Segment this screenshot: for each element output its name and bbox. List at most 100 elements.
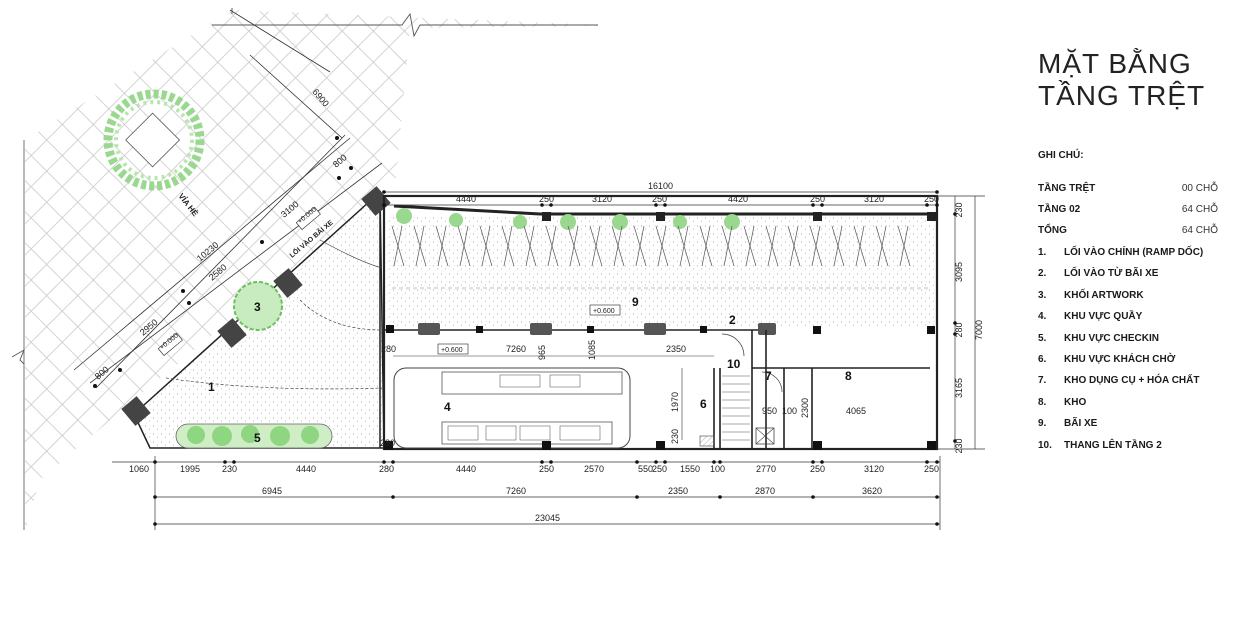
capacity-value: 64 CHỖ <box>1181 225 1218 236</box>
capacity-label: TỔNG <box>1038 225 1067 236</box>
legend-panel: MẶT BẰNG TẦNG TRỆT GHI CHÚ: TẦNG TRỆT 00… <box>1038 48 1218 461</box>
room-number-4: 4 <box>444 400 451 414</box>
dim-bottom-5: 280 <box>379 464 394 474</box>
dim-bottom-1: 1060 <box>129 464 149 474</box>
dim-top-7: 3120 <box>864 194 884 204</box>
legend-item: 2.LỐI VÀO TỪ BÃI XE <box>1038 268 1218 289</box>
dim-inner-2350: 2350 <box>666 344 686 354</box>
legend-item: 6. KHU VỰC KHÁCH CHỜ <box>1038 354 1218 375</box>
dim-inner-100: 100 <box>782 406 797 416</box>
dim-bottom-8: 2570 <box>584 464 604 474</box>
floor-plan-drawing: VỈA HÈ 6900 10230 800 3100 2580 2950 800… <box>11 8 985 532</box>
dim-bottom2-5: 3620 <box>862 486 882 496</box>
legend-item-text: KHỐI ARTWORK <box>1064 289 1144 301</box>
legend-item-number: 8. <box>1038 396 1047 408</box>
dim-inner-230: 230 <box>670 429 680 444</box>
capacity-label: TẦNG 02 <box>1038 204 1081 215</box>
dim-bottom-16: 250 <box>924 464 939 474</box>
artwork-block <box>233 281 283 331</box>
legend-item-number: 1. <box>1038 247 1047 258</box>
room-number-9: 9 <box>632 295 639 309</box>
dim-inner-965: 965 <box>537 345 547 360</box>
legend-item-text: KHU VỰC QUẦY <box>1064 311 1143 323</box>
legend-item-text: KHU VỰC KHÁCH CHỜ <box>1064 353 1176 365</box>
legend-item: 10. THANG LÊN TẦNG 2 <box>1038 440 1218 461</box>
dim-bottom-total: 23045 <box>535 513 560 523</box>
page-title-line2: TẦNG TRỆT <box>1038 80 1206 111</box>
dim-right-total: 7000 <box>974 320 984 340</box>
capacity-label: TẦNG TRỆT <box>1038 183 1096 194</box>
columns-bottom <box>384 441 936 450</box>
dim-bottom-3: 230 <box>222 464 237 474</box>
legend-item-number: 7. <box>1038 375 1047 387</box>
dim-bottom-6: 4440 <box>456 464 476 474</box>
dim-top-total: 16100 <box>648 181 673 191</box>
legend-item-number: 4. <box>1038 311 1047 323</box>
sidewalk-tree <box>103 89 205 191</box>
legend-item-number: 6. <box>1038 353 1047 365</box>
room-number-2: 2 <box>729 313 736 327</box>
counter-area <box>393 367 631 449</box>
room-number-10: 10 <box>727 357 741 371</box>
legend-item-text: KHO <box>1064 396 1087 408</box>
dim-right-2: 3095 <box>954 262 964 282</box>
legend-item: 9. BÃI XE <box>1038 418 1218 439</box>
legend-item: 7. KHO DỤNG CỤ + HÓA CHẤT <box>1038 375 1218 396</box>
legend-item: 5.KHU VỰC CHECKIN <box>1038 333 1218 354</box>
dim-inner-1085: 1085 <box>587 340 597 360</box>
dim-inner-1970: 1970 <box>670 392 680 412</box>
room-number-7: 7 <box>765 369 772 383</box>
legend-item-text: KHO DỤNG CỤ + HÓA CHẤT <box>1064 375 1200 387</box>
dim-top-2: 250 <box>539 194 554 204</box>
legend-item-number: 3. <box>1038 289 1047 301</box>
level-tag-counter: +0.600 <box>441 347 463 354</box>
dim-bottom2-4: 2870 <box>755 486 775 496</box>
dim-bottom2-3: 2350 <box>668 486 688 496</box>
dim-bottom-14: 250 <box>810 464 825 474</box>
dim-bottom-7: 250 <box>539 464 554 474</box>
dim-bottom-13: 2770 <box>756 464 776 474</box>
room-number-5: 5 <box>254 431 261 445</box>
legend-item: 8. KHO <box>1038 397 1218 418</box>
capacity-row: TẦNG 02 64 CHỖ <box>1038 204 1218 225</box>
dim-top-6: 250 <box>810 194 825 204</box>
legend-item-number: 10. <box>1038 439 1052 451</box>
dim-bottom-9: 550 <box>638 464 653 474</box>
dim-inner-2300: 2300 <box>800 398 810 418</box>
capacity-value: 64 CHỖ <box>1181 204 1218 215</box>
columns-top <box>542 212 936 221</box>
column <box>217 318 247 348</box>
parking-area <box>386 216 935 328</box>
dim-bottom-4: 4440 <box>296 464 316 474</box>
dim-top-8: 250 <box>924 194 939 204</box>
legend-item: 3. KHỐI ARTWORK <box>1038 290 1218 311</box>
column <box>273 268 303 298</box>
capacity-list: TẦNG TRỆT 00 CHỖ TẦNG 02 64 CHỖ TỔNG 64 … <box>1038 183 1218 246</box>
room-number-1: 1 <box>208 380 215 394</box>
level-tag-parking: +0.600 <box>593 308 615 315</box>
dim-right-4: 3165 <box>954 378 964 398</box>
legend-item: 1.LỐI VÀO CHÍNH (RAMP DỐC) <box>1038 247 1218 268</box>
dim-right-3: 280 <box>954 322 964 337</box>
legend-items: 1.LỐI VÀO CHÍNH (RAMP DỐC) 2.LỐI VÀO TỪ … <box>1038 247 1218 461</box>
motorbike-stalls <box>391 225 930 289</box>
dim-right-1: 230 <box>954 202 964 217</box>
legend-item-text: BÃI XE <box>1064 418 1098 430</box>
dim-inner-4065: 4065 <box>846 406 866 416</box>
capacity-row: TẦNG TRỆT 00 CHỖ <box>1038 183 1218 204</box>
dim-bottom-2: 1995 <box>180 464 200 474</box>
page-title-line1: MẶT BẰNG <box>1038 48 1192 79</box>
legend-item-number: 9. <box>1038 418 1047 430</box>
dim-bottom-12: 100 <box>710 464 725 474</box>
legend-item-number: 2. <box>1038 268 1047 280</box>
dim-bottom-15: 3120 <box>864 464 884 474</box>
dim-top-3: 3120 <box>592 194 612 204</box>
dim-bottom2-1: 6945 <box>262 486 282 496</box>
dim-right-5: 230 <box>954 438 964 453</box>
legend-item-text: THANG LÊN TẦNG 2 <box>1064 439 1162 451</box>
capacity-value: 00 CHỖ <box>1181 183 1218 194</box>
staircase <box>722 375 750 441</box>
dim-inner-280-right: 280 <box>380 438 395 448</box>
dim-bottom-10: 250 <box>652 464 667 474</box>
legend-item-number: 5. <box>1038 332 1047 344</box>
